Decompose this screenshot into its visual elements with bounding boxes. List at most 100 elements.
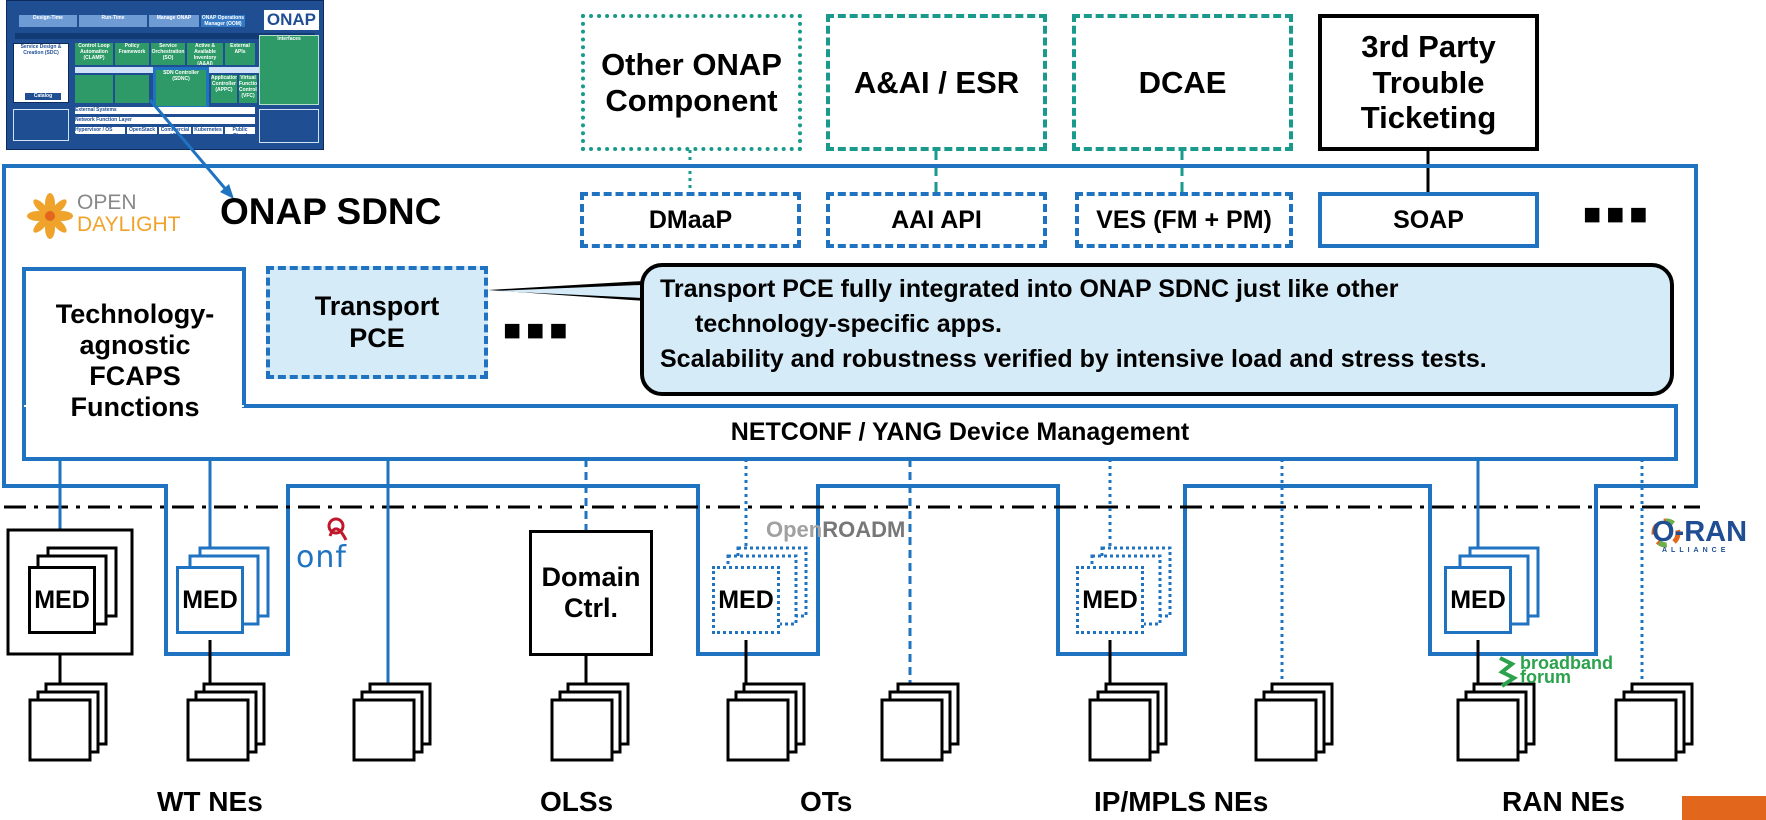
thumb-tab: Design-Time	[19, 15, 77, 27]
thumb-tab: Run-Time	[79, 15, 147, 27]
onap-architecture-thumbnail: Design-Time Run-Time Manage ONAP ONAP Op…	[6, 0, 324, 150]
fcaps-line: agnostic	[79, 329, 191, 360]
thumb-policy: Policy Framework	[115, 43, 149, 65]
fcaps-netconf-frame	[22, 267, 1678, 461]
onf-logo-mark	[327, 517, 348, 541]
dmaap-interface: DMaaP	[580, 192, 801, 248]
more-interfaces-ellipsis: ■■■	[1583, 198, 1653, 231]
ne-stack	[352, 682, 432, 762]
corner-accent	[1682, 796, 1766, 820]
onf-logo: onf	[296, 540, 347, 575]
odl-logo-top: OPEN	[77, 191, 137, 214]
broadband-forum-logo: broadband forum	[1520, 653, 1613, 687]
arrow-head	[220, 184, 234, 199]
thumb-cell	[13, 109, 69, 141]
med-box: MED	[176, 566, 244, 634]
pce-line: Transport	[314, 291, 440, 322]
odl-logo-bottom: DAYLIGHT	[77, 213, 181, 236]
ne-stack	[1088, 682, 1168, 762]
oran-logo: O-RAN ALLIANCE	[1652, 517, 1747, 555]
thumb-tab: ONAP Operations Manager (OOM)	[201, 15, 245, 27]
thumb-bar	[15, 33, 315, 39]
shape	[328, 527, 348, 541]
sdnc-title: ONAP SDNC	[220, 191, 442, 232]
med-box: MED	[712, 566, 780, 634]
thumb-clamp: Control Loop Automation (CLAMP)	[75, 43, 113, 65]
thumb-interfaces: Interfaces	[259, 35, 319, 105]
openroadm-logo-part: ROADM	[822, 517, 906, 542]
oran-logo-text: O-RAN	[1652, 516, 1748, 548]
ellipse	[33, 199, 49, 215]
group	[27, 193, 73, 239]
zoom-arrow	[148, 99, 230, 193]
more-apps-ellipsis: ■■■	[503, 314, 573, 347]
ots-label: OTs	[800, 786, 853, 817]
thumb-tab: Manage ONAP	[149, 15, 199, 27]
med-box: MED	[1444, 566, 1512, 634]
ne-stack	[726, 682, 806, 762]
fcaps-functions: Technology- agnostic FCAPS Functions	[26, 286, 244, 436]
thumb-external: External Systems	[75, 107, 255, 114]
circle	[327, 517, 345, 535]
med-box: MED	[1076, 566, 1144, 634]
thumb-aai: Active & Available Inventory (A&AI)	[187, 43, 223, 65]
domain-controller-box: Domain Ctrl.	[529, 530, 653, 656]
thumb-vfc: Virtual Function Controller (VFC)	[239, 75, 257, 103]
circle	[45, 211, 55, 221]
wt-nes-label: WT NEs	[157, 786, 263, 817]
ip-mpls-nes-label: IP/MPLS NEs	[1094, 786, 1269, 817]
oran-logo-subtext: ALLIANCE	[1662, 547, 1730, 554]
thumb-k8s: Kubernetes	[193, 127, 223, 134]
ne-stack	[880, 682, 960, 762]
ne-stack	[28, 682, 108, 762]
dcae-box: DCAE	[1072, 14, 1293, 151]
med-box: MED	[28, 566, 96, 634]
ves-interface: VES (FM + PM)	[1075, 192, 1293, 248]
soap-interface: SOAP	[1318, 192, 1539, 248]
thumb-cell	[259, 109, 319, 143]
thumb-cloud: Public Cloud	[225, 127, 255, 134]
openroadm-logo: OpenROADM	[766, 517, 905, 543]
thumb-hyp: Hypervisor / OS Layer	[75, 127, 125, 134]
domain-ctrl-line: Domain	[541, 561, 641, 592]
thumb-catalog: Catalog	[25, 93, 61, 100]
callout-line: Transport PCE fully integrated into ONAP…	[660, 275, 1399, 303]
ne-stacks	[28, 682, 1694, 762]
bbf-mark	[1498, 656, 1518, 688]
callout-text: Transport PCE fully integrated into ONAP…	[660, 272, 1487, 377]
thumb-nfl: Network Function Layer	[75, 117, 255, 124]
ne-stack	[1456, 682, 1536, 762]
thumb-cell	[115, 75, 149, 103]
pce-line: PCE	[349, 322, 405, 353]
openroadm-logo-part: Open	[766, 517, 823, 542]
opendaylight-flower	[27, 193, 73, 239]
olss-label: OLSs	[540, 786, 614, 817]
callout-line: Scalability and robustness verified by i…	[660, 345, 1487, 373]
other-onap-component-box: Other ONAP Component	[581, 14, 802, 151]
domain-ctrl-line: Ctrl.	[564, 593, 618, 623]
ne-stack	[550, 682, 630, 762]
opendaylight-logo: OPEN DAYLIGHT	[77, 192, 180, 236]
ne-stack	[186, 682, 266, 762]
bbf-logo-text: broadband	[1520, 653, 1613, 673]
circle	[1651, 518, 1681, 548]
ellipse	[51, 199, 67, 215]
callout-box	[640, 263, 1674, 396]
ran-nes-label: RAN NEs	[1502, 786, 1625, 817]
aai-esr-box: A&AI / ESR	[826, 14, 1047, 151]
thumb-onap-logo: ONAP	[263, 10, 319, 30]
netconf-yang-device-management: NETCONF / YANG Device Management	[730, 418, 1190, 447]
trouble-ticketing-box: 3rd Party Trouble Ticketing	[1318, 14, 1539, 151]
fcaps-line: Functions	[70, 392, 200, 423]
thumb-appc: Application Controller (APPC)	[211, 75, 237, 103]
thumb-extapi: External APIs	[225, 43, 255, 65]
ne-stack	[1254, 682, 1334, 762]
callout-pointer-fill	[494, 284, 664, 299]
callout-line: technology-specific apps.	[695, 310, 1003, 338]
ellipse	[33, 217, 49, 233]
thumb-so: Service Orchestration (SO)	[151, 43, 185, 65]
fcaps-line: Technology-	[55, 298, 215, 329]
ellipse	[51, 217, 67, 233]
bbf-logo-text: forum	[1520, 667, 1571, 687]
sdnc-container	[2, 164, 1698, 656]
